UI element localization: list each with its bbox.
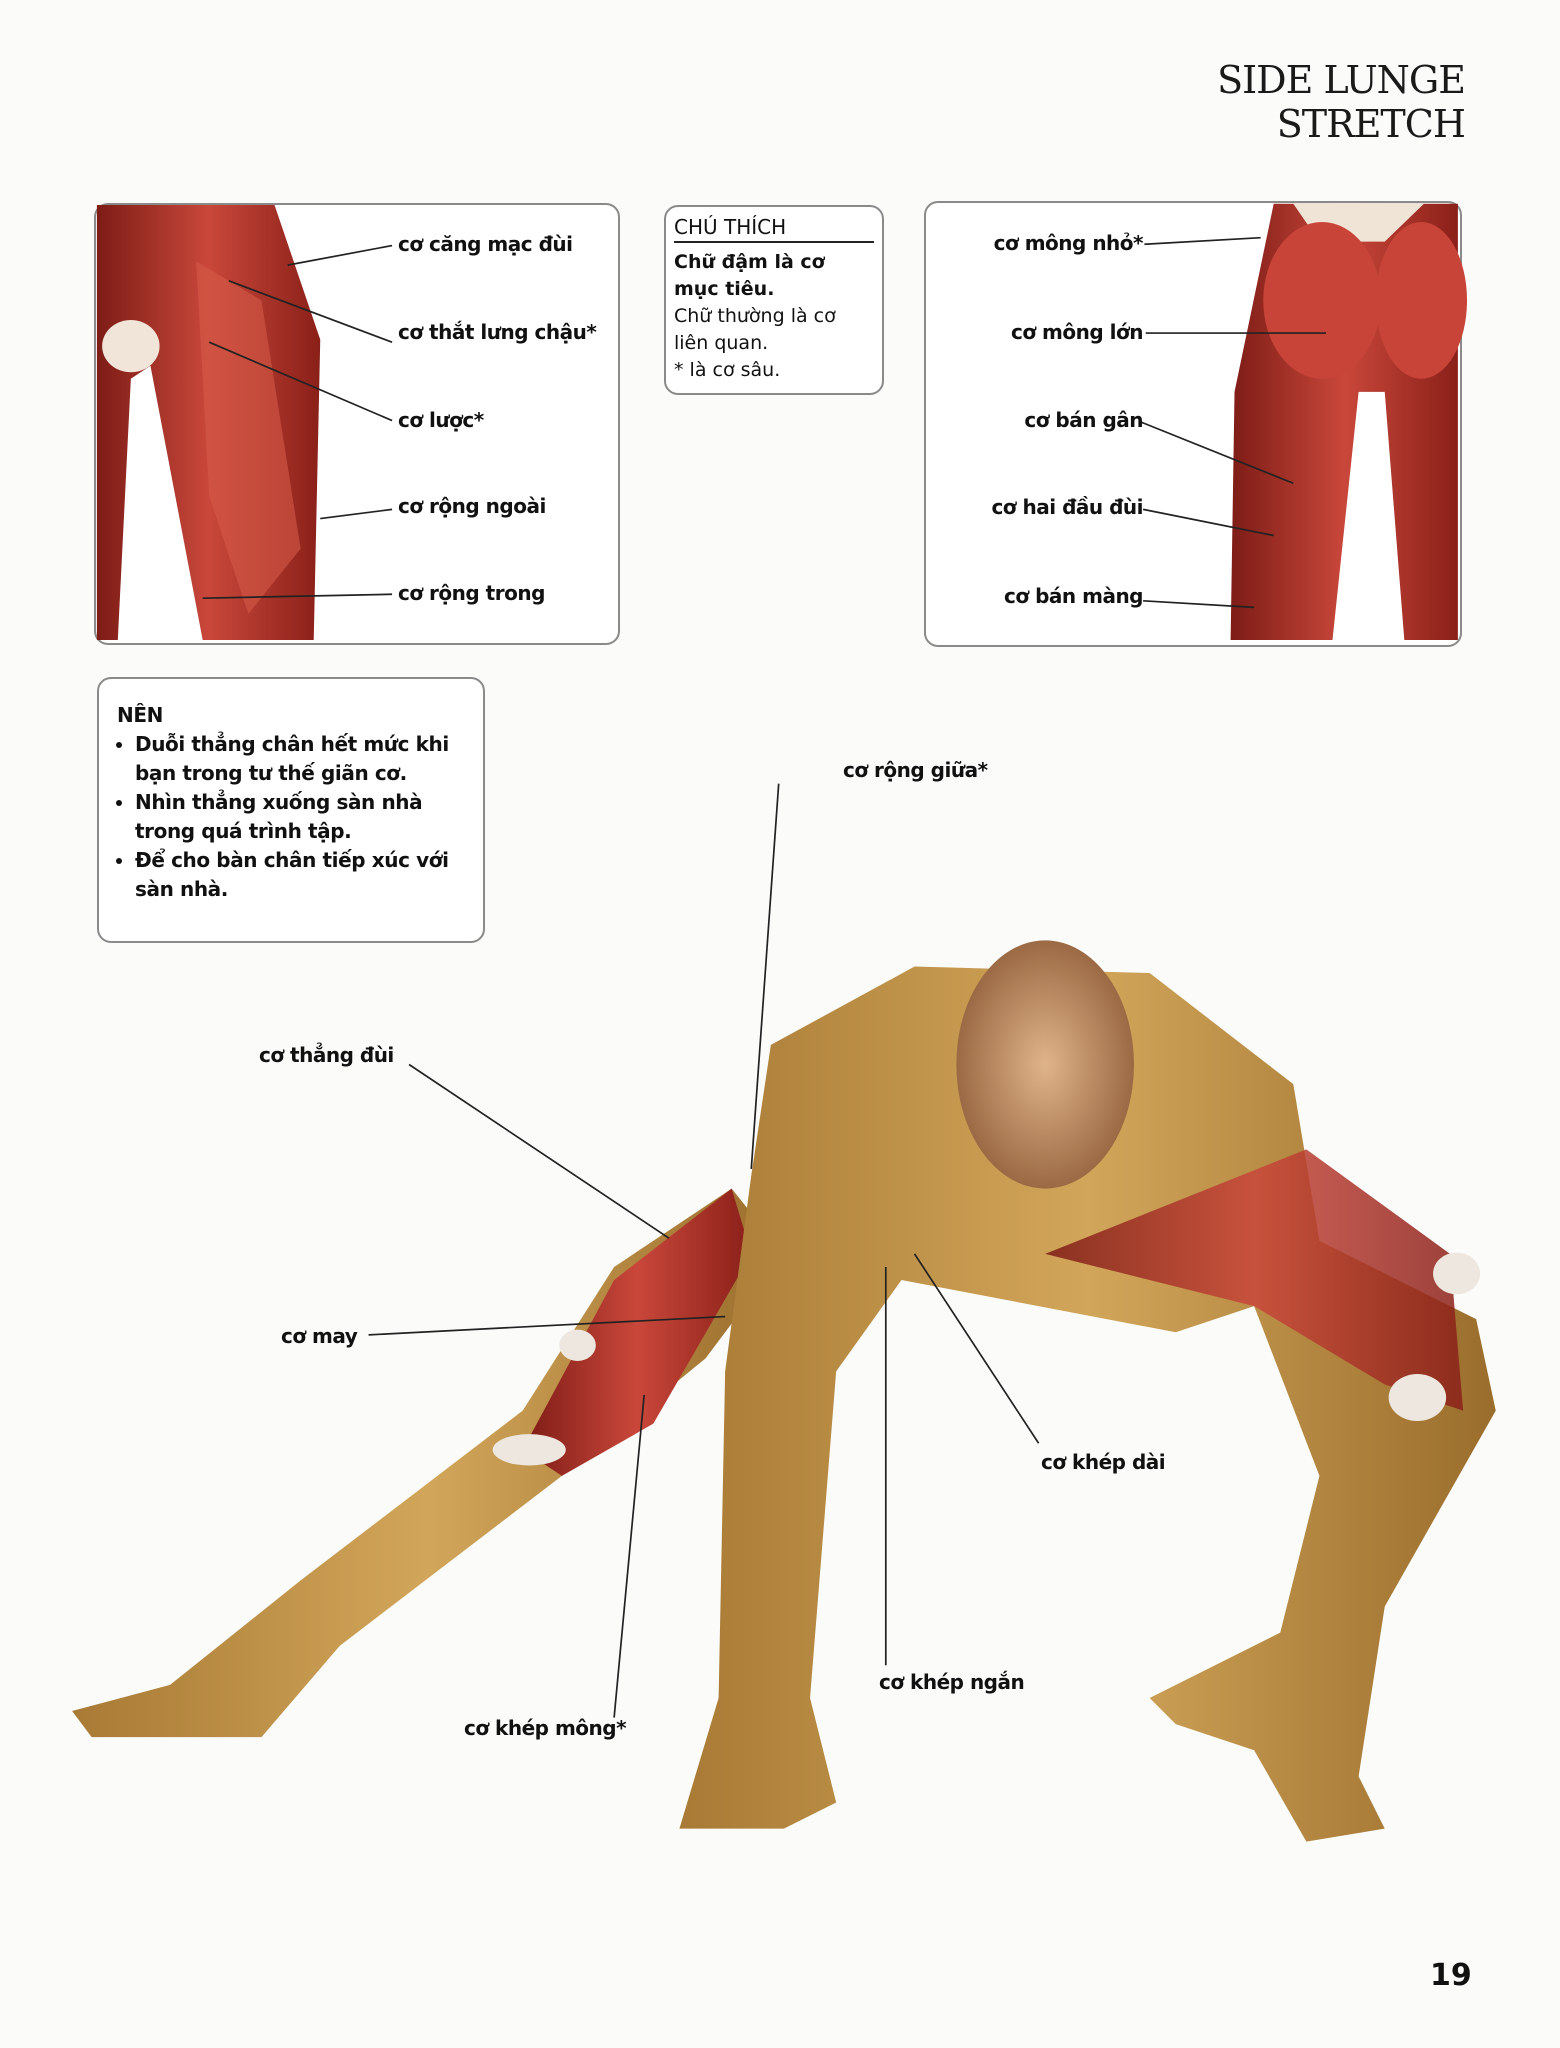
label-sartorius: cơ may	[281, 1324, 358, 1348]
do-item: Nhìn thẳng xuống sàn nhà trong quá trình…	[135, 788, 465, 846]
label-tensor-fasciae-latae: cơ căng mạc đùi	[398, 232, 573, 256]
label-rectus-femoris: cơ thẳng đùi	[259, 1043, 394, 1067]
label-vastus-lateralis: cơ rộng ngoài	[398, 494, 546, 518]
legend-line: Chữ thường là cơ liên quan.	[674, 305, 836, 354]
label-gluteus-minimus: cơ mông nhỏ*	[993, 231, 1144, 255]
label-biceps-femoris: cơ hai đầu đùi	[991, 495, 1143, 519]
legend-line: * là cơ sâu.	[674, 359, 781, 381]
label-gluteus-maximus: cơ mông lớn	[1011, 320, 1144, 344]
do-box-title: NÊN	[117, 703, 163, 727]
do-item: Duỗi thẳng chân hết mức khi bạn trong tư…	[135, 730, 465, 788]
page-title: SIDE LUNGE STRETCH	[1217, 58, 1466, 146]
legend-box: CHÚ THÍCH Chữ đậm là cơ mục tiêu. Chữ th…	[664, 205, 884, 395]
front-thigh-muscles	[96, 205, 321, 640]
do-item: Để cho bàn chân tiếp xúc với sàn nhà.	[135, 846, 465, 904]
body-figure	[72, 940, 1496, 1842]
label-iliopsoas: cơ thắt lưng chậu*	[398, 320, 597, 344]
label-semitendinosus: cơ bán gân	[1024, 408, 1143, 432]
back-thigh-muscles	[1230, 203, 1468, 640]
label-adductor-brevis: cơ khép ngắn	[879, 1670, 1025, 1694]
label-gracilis: cơ khép mông*	[464, 1716, 627, 1740]
page-number: 19	[1430, 1958, 1472, 1993]
label-vastus-medialis: cơ rộng trong	[398, 581, 545, 605]
label-semimembranosus: cơ bán màng	[1004, 584, 1143, 608]
label-adductor-longus: cơ khép dài	[1041, 1450, 1166, 1474]
label-vastus-intermedius: cơ rộng giữa*	[843, 758, 988, 782]
label-pectineus: cơ lược*	[398, 408, 484, 432]
do-box: NÊN Duỗi thẳng chân hết mức khi bạn tron…	[97, 677, 485, 943]
legend-line: Chữ đậm là cơ mục tiêu.	[674, 251, 825, 300]
leader-lines	[202, 236, 1326, 1718]
legend-title: CHÚ THÍCH	[674, 215, 874, 243]
